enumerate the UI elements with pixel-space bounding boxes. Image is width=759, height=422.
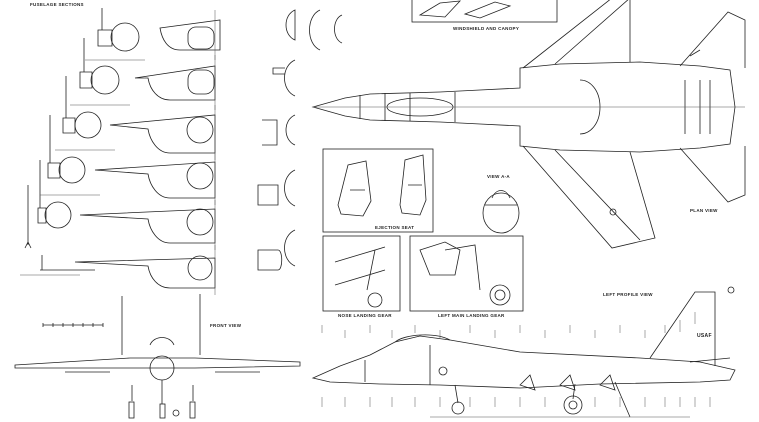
windshield-canopy-caption: WINDSHIELD AND CANOPY (453, 26, 520, 31)
left-profile-caption: LEFT PROFILE VIEW (603, 292, 653, 297)
fuselage-sections (20, 8, 343, 295)
nose-landing-gear-detail (322, 235, 401, 312)
plan-view-caption: PLAN VIEW (690, 208, 718, 213)
plan-view (311, 0, 746, 249)
fuselage-sections-title: FUSELAGE SECTIONS (30, 2, 84, 7)
nose-landing-gear-caption: NOSE LANDING GEAR (338, 313, 392, 318)
windshield-canopy-detail (411, 0, 558, 23)
ejection-seat-caption: EJECTION SEAT (375, 225, 415, 230)
main-landing-gear-caption: LEFT MAIN LANDING GEAR (438, 313, 505, 318)
view-aa-caption: VIEW A-A (487, 174, 510, 179)
tail-marking: USAF (697, 333, 712, 339)
main-landing-gear-detail (409, 235, 524, 312)
front-view-caption: FRONT VIEW (210, 323, 242, 328)
front-view (14, 294, 301, 419)
left-profile-view (311, 286, 736, 418)
view-aa-detail (482, 190, 520, 234)
ejection-seat-detail (322, 148, 434, 233)
